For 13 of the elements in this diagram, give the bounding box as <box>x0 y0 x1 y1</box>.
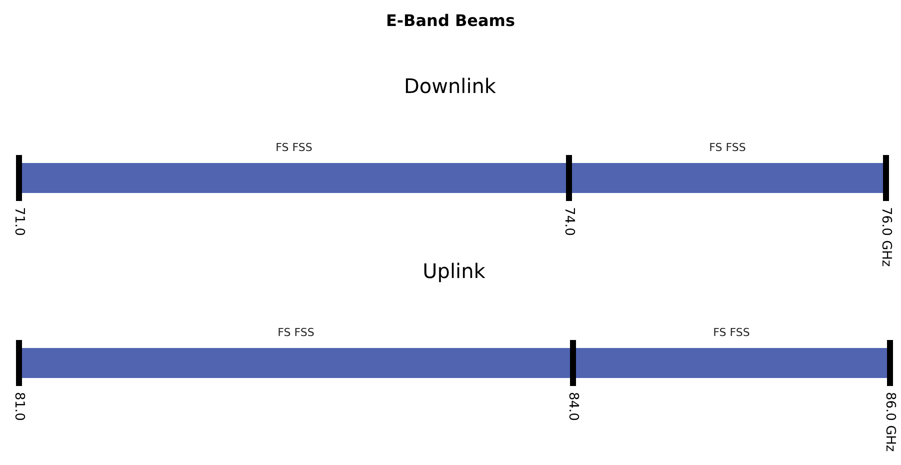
band-heading: Uplink <box>422 259 486 283</box>
frequency-value: 84.0 <box>566 392 580 421</box>
frequency-value: 81.0 <box>12 392 26 421</box>
band-label: FS FSS <box>712 325 751 341</box>
frequency-value: 74.0 <box>562 207 576 236</box>
band-label: FS FSS <box>276 325 316 341</box>
frequency-value: 76.0 GHz <box>878 207 894 267</box>
band-label: FS FSS <box>274 140 314 156</box>
diagram-title: E-Band Beams <box>384 11 516 30</box>
band-heading: Downlink <box>404 74 496 98</box>
frequency-value: 71.0 <box>12 207 26 236</box>
band-label: FS FSS <box>708 140 747 156</box>
frequency-value: 86.0 GHz <box>882 392 898 452</box>
